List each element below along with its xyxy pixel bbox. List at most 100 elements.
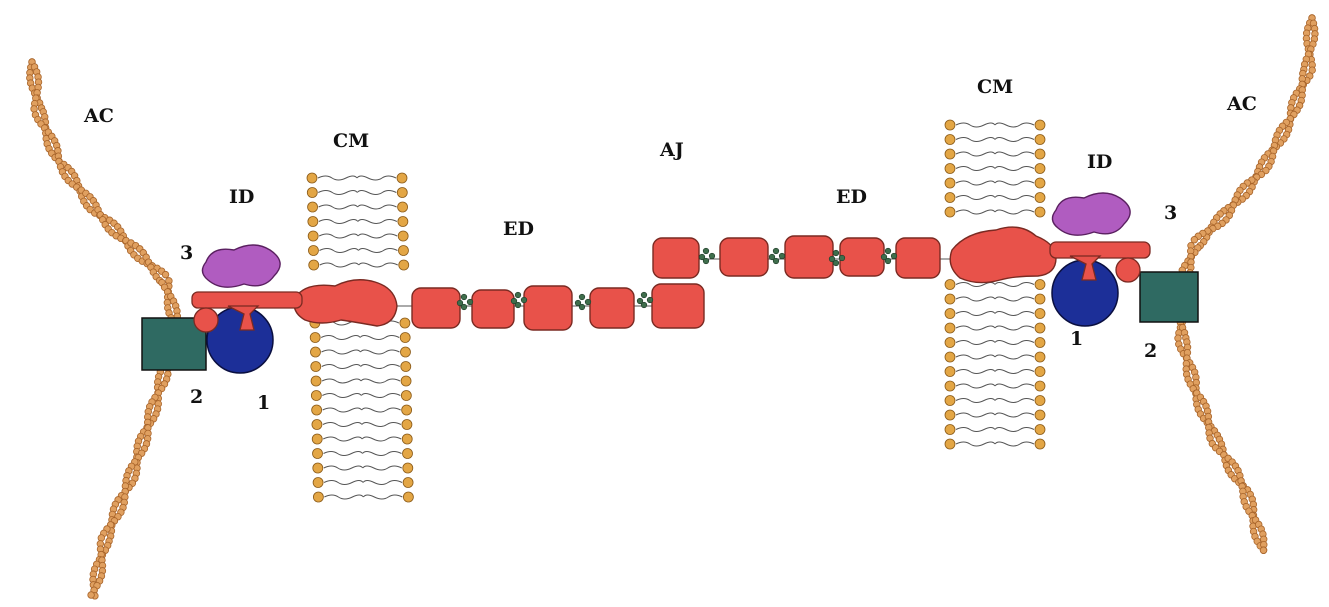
label-cm-right: CM (977, 78, 1013, 97)
lipid-head (945, 280, 955, 290)
lipid-tail (358, 234, 397, 238)
actin-bead (1191, 236, 1198, 243)
lipid-tail (995, 152, 1034, 156)
lipid-tail (956, 152, 995, 156)
catenin-lobe (194, 308, 218, 332)
label-2-left: 2 (190, 388, 203, 407)
lipid-head (401, 362, 411, 372)
lipid-head (1035, 164, 1045, 174)
lipid-tail (363, 466, 402, 470)
lipid-head (945, 410, 955, 420)
lipid-tail (956, 428, 995, 432)
lipid-head (307, 188, 317, 198)
label-aj: AJ (660, 141, 684, 160)
catenin-lobe (1116, 258, 1140, 282)
lipid-head (403, 478, 413, 488)
calcium-ion (699, 254, 705, 260)
lipid-tail (956, 123, 995, 127)
calcium-ion (467, 299, 473, 305)
lipid-head (313, 449, 323, 459)
calcium-ion (769, 254, 775, 260)
lipid-head (945, 135, 955, 145)
lipid-tail (956, 355, 995, 359)
calcium-ion (647, 297, 653, 303)
lipid-head (311, 376, 321, 386)
lipid-head (309, 260, 319, 270)
calcium-ion (575, 300, 581, 306)
cadherin-domain-ec2-left (472, 290, 514, 328)
cadherin-domain-ec2-right (840, 238, 884, 276)
lipid-tail (321, 336, 360, 340)
lipid-head (313, 492, 323, 502)
lipid-tail (956, 370, 995, 374)
label-id-right: ID (1087, 153, 1112, 172)
lipid-head (945, 120, 955, 130)
lipid-head (403, 463, 413, 473)
lipid-tail (995, 210, 1034, 214)
lipid-head (1035, 425, 1045, 435)
lipid-tail (360, 350, 399, 354)
calcium-ion (511, 298, 517, 304)
lipid-tail (357, 191, 396, 195)
lipid-head (945, 352, 955, 362)
lipid-head (398, 231, 408, 241)
calcium-ion (521, 297, 527, 303)
label-cm-left: CM (333, 132, 369, 151)
lipid-head (397, 173, 407, 183)
lipid-head (312, 420, 322, 430)
lipid-tail (322, 379, 361, 383)
lipid-head (1035, 149, 1045, 159)
lipid-tail (995, 167, 1034, 171)
cadherin-transmembrane-right (950, 227, 1056, 282)
calcium-ion (585, 299, 591, 305)
lipid-tail (361, 365, 400, 369)
lipid-tail (956, 181, 995, 185)
lipid-tail (995, 355, 1034, 359)
lipid-tail (956, 312, 995, 316)
actin-bead (1260, 547, 1267, 554)
lipid-head (945, 323, 955, 333)
lipid-head (1035, 120, 1045, 130)
lipid-head (1035, 338, 1045, 348)
calcium-ion (637, 298, 643, 304)
lipid-head (1035, 352, 1045, 362)
lipid-tail (956, 283, 995, 287)
lipid-tail (995, 413, 1034, 417)
lipid-head (1035, 439, 1045, 449)
lipid-tail (319, 205, 358, 209)
lipid-tail (358, 220, 397, 224)
lipid-tail (995, 312, 1034, 316)
lipid-tail (318, 176, 357, 180)
calcium-ion (515, 292, 521, 298)
lipid-head (307, 173, 317, 183)
lipid-head (308, 202, 318, 212)
lipid-head (402, 434, 412, 444)
lipid-tail (995, 428, 1034, 432)
lipid-tail (322, 365, 361, 369)
label-3-right: 3 (1164, 204, 1177, 223)
lipid-tail (995, 283, 1034, 287)
lipid-tail (357, 176, 396, 180)
lipid-tail (362, 437, 401, 441)
lipid-tail (323, 437, 362, 441)
calcium-ion (579, 294, 585, 300)
lipid-tail (956, 196, 995, 200)
lipid-head (945, 396, 955, 406)
lipid-tail (322, 394, 361, 398)
cadherin-domain-ec1-left (412, 288, 460, 328)
protein-3-blob (1052, 193, 1130, 235)
lipid-tail (956, 413, 995, 417)
cadherin-domain-ec4-left (590, 288, 634, 328)
lipid-head (402, 420, 412, 430)
lipid-head (1035, 178, 1045, 188)
cadherin-domain-ec1-right (896, 238, 940, 278)
cadherin-domain-ec5-right (653, 238, 699, 278)
lipid-head (945, 381, 955, 391)
lipid-head (945, 309, 955, 319)
actin-bead (31, 106, 38, 113)
lipid-tail (956, 297, 995, 301)
lipid-tail (995, 196, 1034, 200)
lipid-tail (995, 138, 1034, 142)
